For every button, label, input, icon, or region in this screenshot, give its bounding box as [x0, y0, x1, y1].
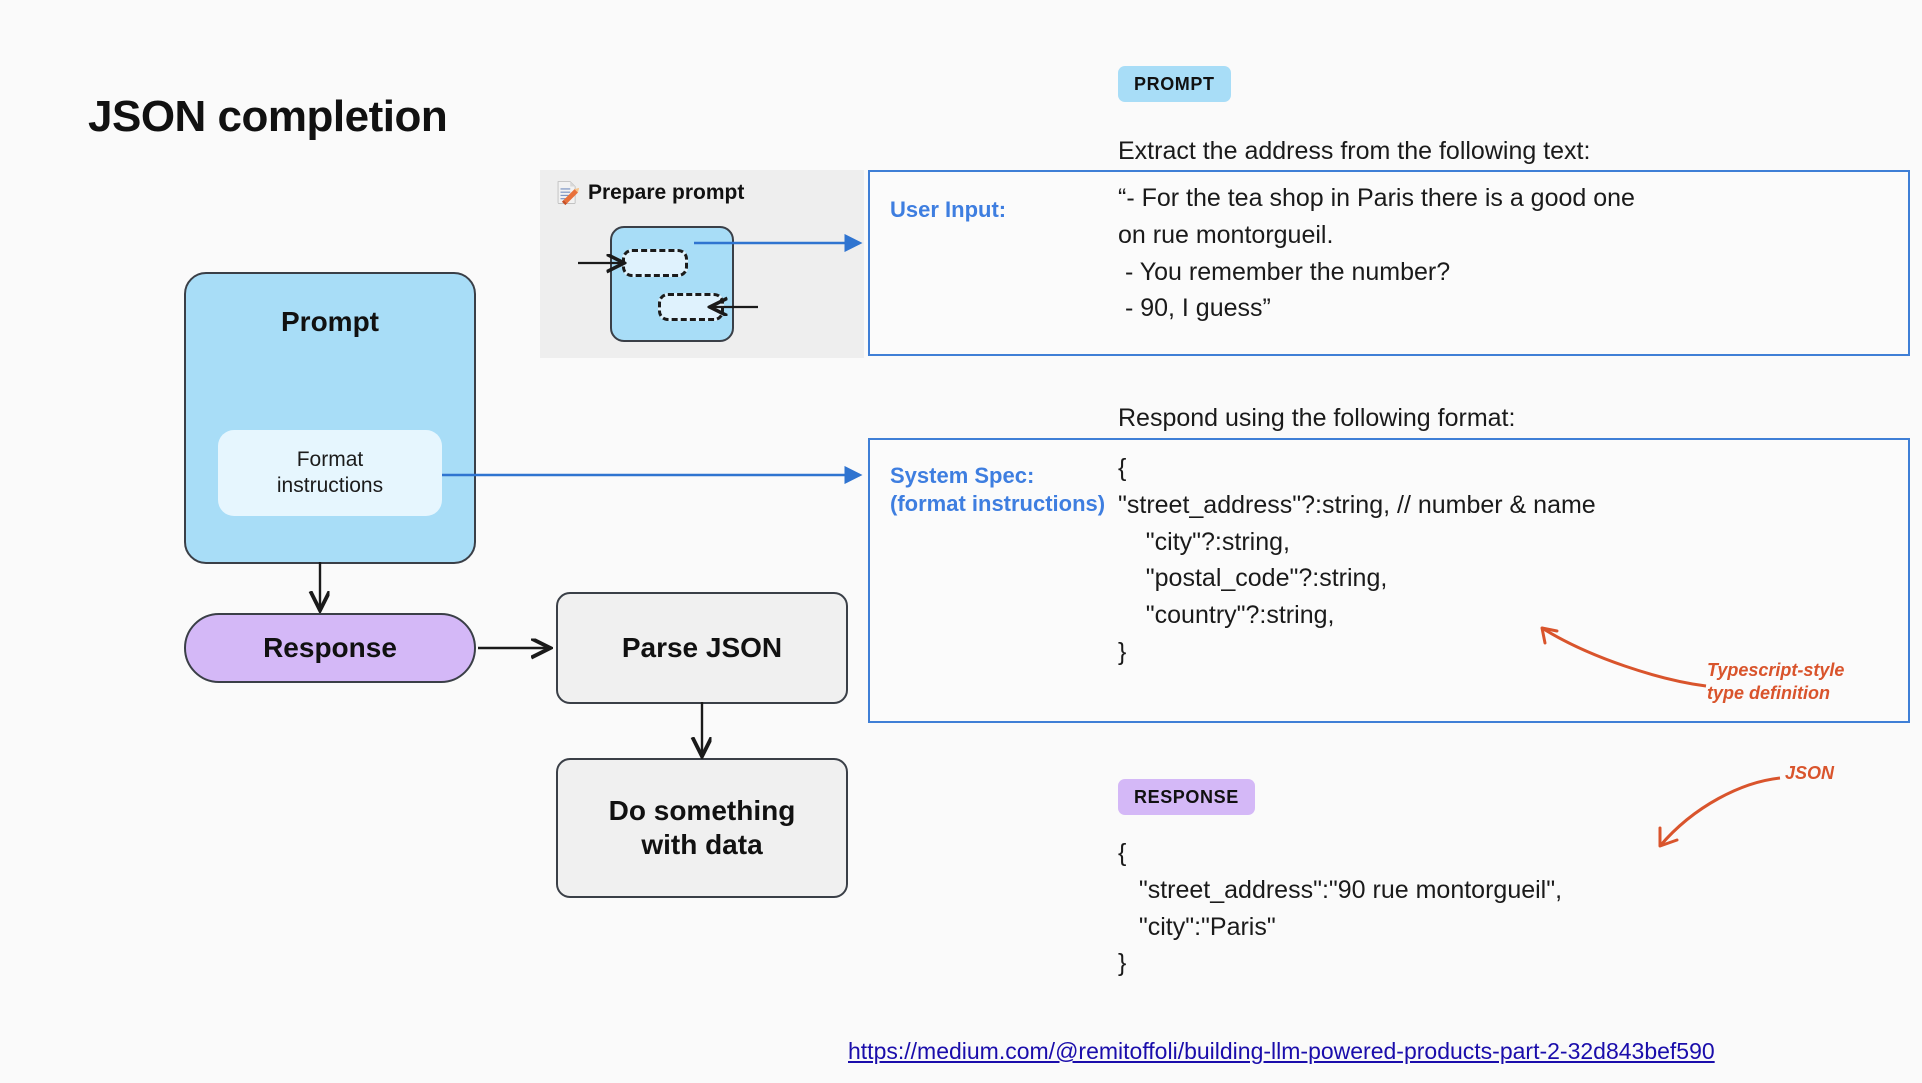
user-input-panel [868, 170, 1910, 356]
arrow-prompt-to-response [310, 562, 370, 620]
system-spec-key-line1: System Spec: [890, 463, 1035, 488]
flow-node-format-instructions-label: Format instructions [276, 448, 384, 497]
prepare-prompt-thumbnail: Prepare prompt [540, 170, 864, 358]
system-spec-panel [868, 438, 1910, 723]
prompt-badge: PROMPT [1118, 66, 1231, 102]
flow-node-parse-json: Parse JSON [556, 592, 848, 704]
annotation-json: JSON [1785, 763, 1835, 783]
arrow-format-instructions-to-system-spec [442, 465, 863, 485]
prepare-prompt-label: Prepare prompt [588, 181, 745, 204]
arrow-parse-json-to-do-something [692, 702, 732, 766]
system-spec-key-line2: (format instructions) [890, 491, 1106, 517]
flow-node-prompt: Prompt [184, 272, 476, 564]
response-json-text: { "street_address":"90 rue montorgueil",… [1118, 839, 1563, 978]
flow-node-response-label: Response [263, 632, 397, 663]
user-input-key-label: User Input: [890, 197, 1007, 222]
flow-node-do-something-with-data: Do something with data [556, 758, 848, 898]
system-spec-text: { "street_address"?:string, // number & … [1118, 454, 1596, 666]
annotation-typescript-style-type-definition: Typescript-style type definition [1707, 660, 1845, 703]
mini-dashed-box-top [622, 249, 688, 277]
format-intro-text: Respond using the following format: [1118, 404, 1516, 432]
mini-dashed-box-bottom [658, 293, 724, 321]
prepare-prompt-header: Prepare prompt [554, 180, 744, 206]
memo-pencil-icon [557, 181, 580, 206]
response-badge: RESPONSE [1118, 779, 1255, 815]
user-input-text: “- For the tea shop in Paris there is a … [1118, 184, 1635, 323]
flow-node-response: Response [184, 613, 476, 683]
mini-prompt-box [610, 226, 734, 342]
prompt-intro-text: Extract the address from the following t… [1118, 137, 1591, 165]
system-spec-key-label: System Spec: (format instructions) [890, 462, 1105, 518]
page-title: JSON completion [88, 92, 448, 141]
flow-node-do-something-label: Do something with data [608, 795, 796, 860]
flow-node-parse-json-label: Parse JSON [621, 632, 783, 663]
flow-node-format-instructions: Format instructions [218, 430, 442, 516]
annotation-arrow-json [1658, 776, 1781, 848]
source-url-link[interactable]: https://medium.com/@remitoffoli/building… [848, 1038, 1715, 1064]
arrow-response-to-parse-json [478, 628, 566, 668]
flow-node-prompt-label: Prompt [281, 306, 379, 337]
